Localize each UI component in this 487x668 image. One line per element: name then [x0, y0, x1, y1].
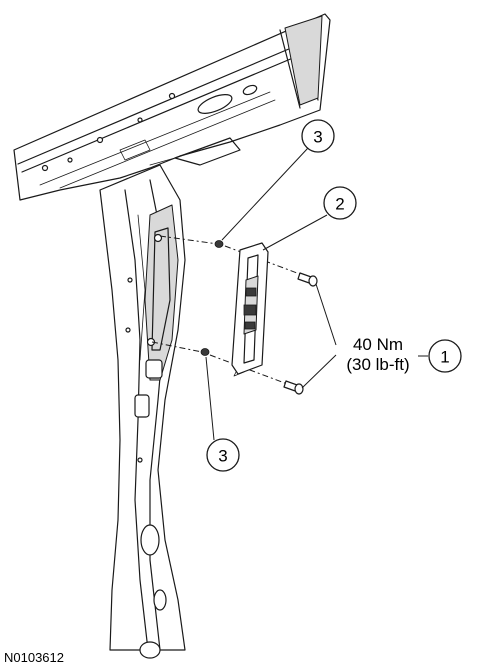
callout-2-label: 2 [335, 195, 344, 214]
figure-id: N0103612 [4, 650, 64, 665]
roof-rail [13, 13, 331, 201]
washer-upper [214, 240, 224, 248]
callout-1-label: 1 [440, 348, 449, 367]
striker-bracket [231, 242, 269, 377]
washer-lower [200, 348, 210, 356]
callout-3-lower: 3 [206, 438, 240, 472]
callout-2: 2 [323, 186, 357, 220]
torque-imperial: (30 lb-ft) [346, 355, 409, 374]
leader-lines [205, 147, 428, 441]
bolt-upper [297, 272, 318, 287]
bolt-lower [283, 380, 304, 395]
b-pillar [99, 164, 186, 659]
torque-metric: 40 Nm [353, 335, 403, 354]
callout-1: 1 [428, 339, 462, 373]
callout-3-lower-label: 3 [218, 447, 227, 466]
callout-3-upper: 3 [301, 119, 335, 153]
callout-3-upper-label: 3 [313, 128, 322, 147]
